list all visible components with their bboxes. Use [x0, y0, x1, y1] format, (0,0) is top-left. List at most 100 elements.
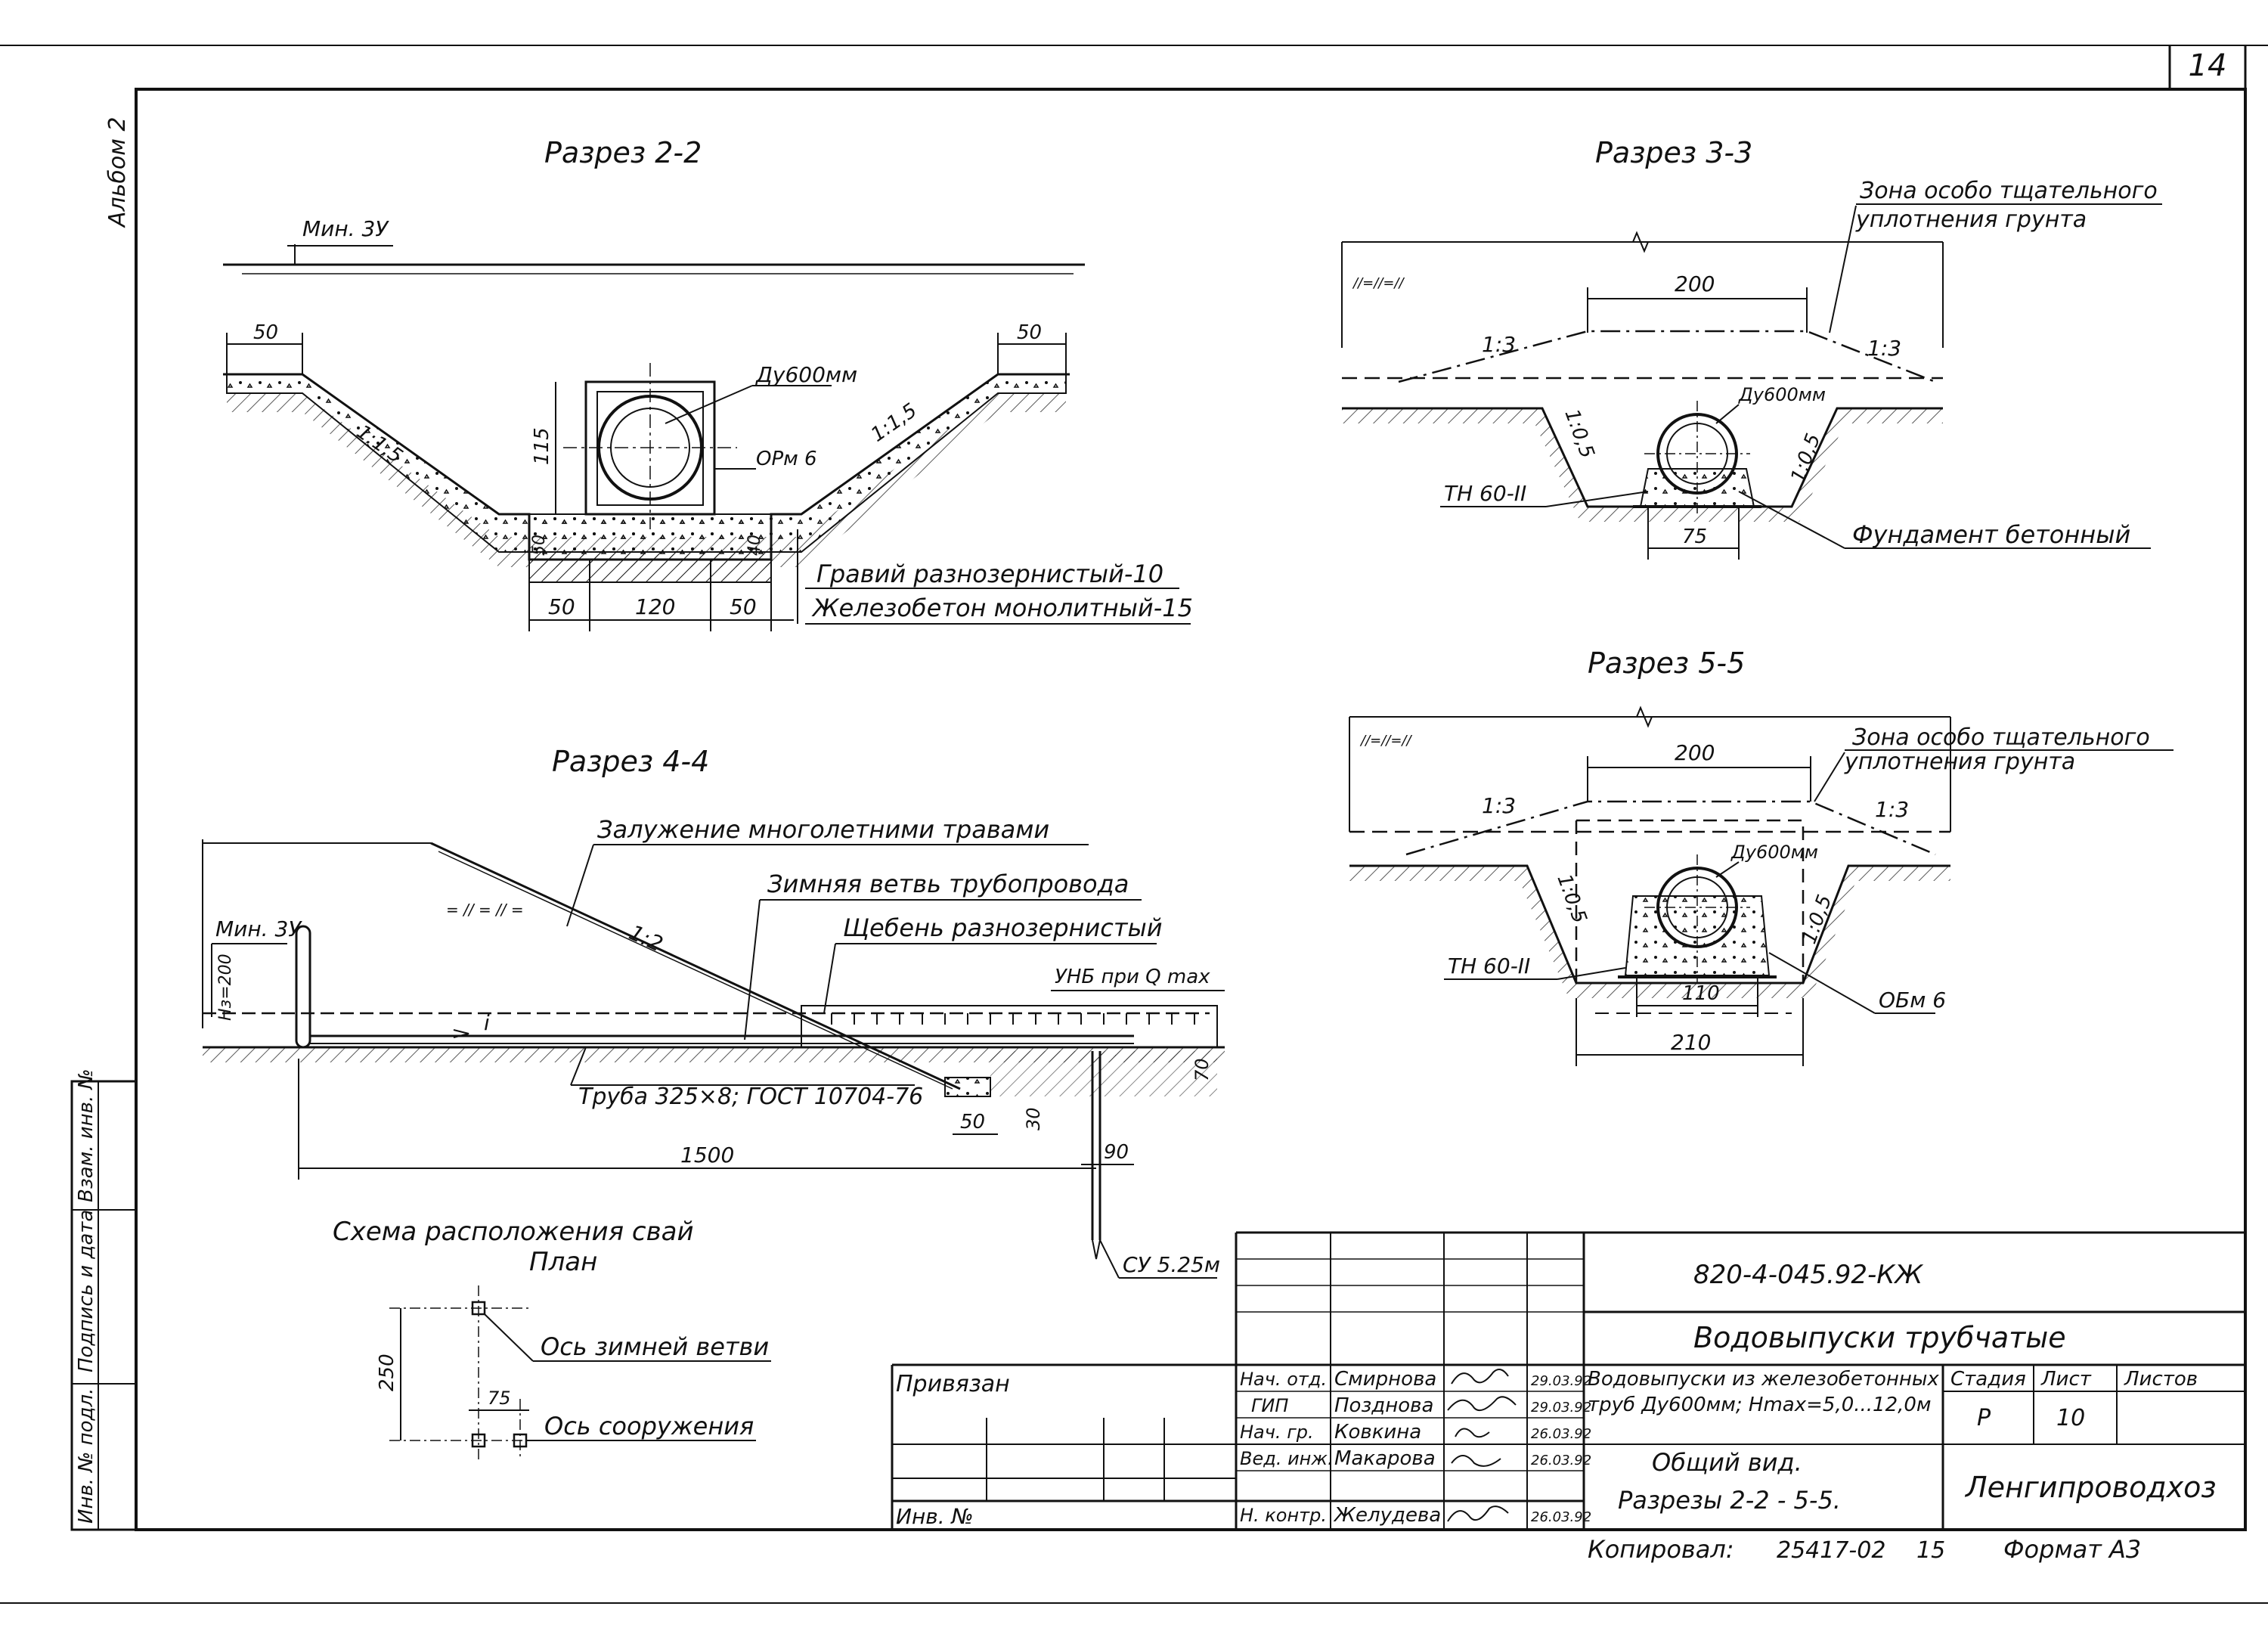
dim-22-sr: 40 [745, 535, 764, 556]
role-5: Н. контр. [1240, 1505, 1327, 1526]
dim-22-b2: 120 [635, 594, 675, 619]
slope-33-r: 1:3 [1867, 336, 1901, 361]
name-1: Смирнова [1334, 1368, 1436, 1391]
d30-44: 30 [1023, 1107, 1044, 1130]
width-55: 200 [1675, 740, 1715, 765]
flow-44: i [484, 1010, 490, 1035]
title-block: 820-4-045.92-КЖ Водовыпуски трубчатые Во… [891, 1231, 2245, 1564]
length-44: 1500 [680, 1143, 734, 1168]
date-2: 29.03.92 [1531, 1400, 1591, 1416]
org-name: Ленгипроводхоз [1964, 1471, 2217, 1504]
bound-label: Привязан [896, 1371, 1010, 1397]
name-5: Желудева [1333, 1504, 1441, 1527]
section-4-4-title: Разрез 4-4 [552, 745, 709, 778]
signature-1 [1451, 1369, 1509, 1385]
dim-22-tl: 50 [253, 321, 278, 344]
dim-22-sl: 50 [530, 535, 549, 556]
support-33: ТН 60-II [1444, 481, 1526, 506]
zone-33-1: Зона особо тщательного [1860, 178, 2158, 204]
zone-55-2: уплотнения грунта [1844, 749, 2075, 775]
axis-structure: Ось сооружения [544, 1412, 754, 1440]
pipe-33: Ду600мм [1738, 384, 1826, 405]
album-label: Альбом 2 [104, 117, 131, 229]
section-2-2: Разрез 2-2 Мин. 3У Ду600мм ОРм 6 1:1,5 1… [223, 136, 1193, 631]
copied-label: Копировал: [1588, 1535, 1734, 1564]
doc-desc-1: Водовыпуски из железобетонных [1588, 1368, 1939, 1391]
gravel-44: Щебень разнозернистый [843, 913, 1163, 942]
stage-value: Р [1977, 1405, 1991, 1431]
slope-33-l: 1:3 [1482, 332, 1516, 357]
zone-33-2: уплотнения грунта [1855, 206, 2087, 233]
copy-sheet: 15 [1916, 1537, 1945, 1564]
outer-55: 210 [1671, 1030, 1711, 1055]
slope-55-r: 1:3 [1875, 797, 1909, 822]
pile-2 [471, 1433, 486, 1448]
slope-44: 1:2 [625, 919, 667, 957]
slope-55-l: 1:3 [1482, 793, 1516, 818]
signature-5 [1447, 1506, 1509, 1522]
role-3: Нач. гр. [1240, 1422, 1314, 1443]
base-33: 75 [1682, 526, 1707, 548]
side-55-l: 1:0,5 [1552, 871, 1591, 926]
pile-plan-title: Схема расположения свай [333, 1217, 694, 1247]
reinf-22: ОРм 6 [756, 448, 817, 470]
axis-winter: Ось зимней ветви [541, 1332, 769, 1361]
sheets-header: Листов [2124, 1368, 2198, 1391]
note-concrete-22: Железобетон монолитный-15 [811, 594, 1193, 622]
dim-22-b3: 50 [730, 594, 757, 619]
foundation-33: Фундамент бетонный [1852, 520, 2130, 549]
role-2: ГИП [1251, 1395, 1288, 1416]
grass-44: Залужение многолетними травами [597, 815, 1049, 844]
note-gravel-22: Гравий разнозернистый-10 [816, 560, 1163, 588]
section-4-4: Разрез 4-4 1:2 = // = // = Залужение мно… [202, 745, 1225, 1279]
name-4: Макарова [1334, 1447, 1436, 1470]
view-title-1: Общий вид. [1652, 1448, 1802, 1477]
fill-44: = // = // = [446, 901, 524, 919]
pipe-55: Ду600мм [1730, 842, 1818, 863]
stamp-replace: Взам. инв. № [75, 1068, 98, 1202]
pile-plan: Схема расположения свай План 250 75 Ось … [333, 1217, 771, 1459]
section-2-2-title: Разрез 2-2 [544, 136, 702, 169]
fill-55: //=//=// [1359, 733, 1412, 749]
dim-22-b1: 50 [548, 594, 575, 619]
reinf-55: ОБм 6 [1879, 988, 1946, 1012]
section-5-5: Разрез 5-5 Зона особо тщательного уплотн… [1349, 647, 2174, 1066]
winter-44: Зимняя ветвь трубопровода [767, 870, 1129, 898]
side-stamp: Инв. № подл. Подпись и дата Взам. инв. № [70, 1068, 138, 1531]
name-3: Ковкина [1334, 1421, 1421, 1443]
stamp-inv: Инв. № подл. [75, 1388, 98, 1524]
fill-33: //=//=// [1352, 275, 1405, 291]
pipe-22: Ду600мм [754, 362, 857, 387]
date-3: 26.03.92 [1531, 1426, 1591, 1442]
gravel-ticks-44 [831, 1013, 1195, 1025]
level-44: УНБ при Q max [1055, 966, 1210, 988]
copy-number: 25417-02 [1777, 1537, 1885, 1564]
date-4: 26.03.92 [1531, 1453, 1591, 1468]
doc-desc-2: труб Ду600мм; Hmax=5,0...12,0м [1588, 1394, 1932, 1416]
signature-3 [1455, 1428, 1490, 1438]
inv-label: Инв. № [896, 1504, 974, 1529]
d50-44: 50 [960, 1111, 985, 1133]
signature-2 [1447, 1396, 1517, 1411]
signature-4 [1451, 1455, 1501, 1467]
support-55: ТН 60-II [1448, 954, 1530, 978]
view-title-2: Разрезы 2-2 - 5-5. [1618, 1486, 1841, 1515]
width-33: 200 [1675, 271, 1715, 296]
inner-55: 110 [1682, 982, 1720, 1005]
pipe-spec-44: Труба 325×8; ГОСТ 10704-76 [578, 1084, 923, 1110]
side-33-l: 1:0,5 [1560, 406, 1598, 461]
role-1: Нач. отд. [1240, 1369, 1327, 1390]
pile-plan-subtitle: План [529, 1247, 597, 1277]
name-2: Позднова [1334, 1394, 1433, 1417]
sheet-value: 10 [2056, 1405, 2085, 1431]
section-5-5-title: Разрез 5-5 [1588, 647, 1745, 680]
date-5: 26.03.92 [1531, 1509, 1591, 1525]
sheet-border: 14 Альбом 2 [0, 45, 2268, 1604]
section-3-3: Разрез 3-3 Зона особо тщательного уплотн… [1341, 136, 2162, 560]
pile-1 [471, 1301, 486, 1316]
date-1: 29.03.92 [1531, 1373, 1591, 1389]
sheet-number: 14 [2189, 48, 2227, 83]
min-level-22: Мин. 3У [302, 216, 389, 241]
pile-44: СУ 5.25м [1123, 1252, 1220, 1277]
